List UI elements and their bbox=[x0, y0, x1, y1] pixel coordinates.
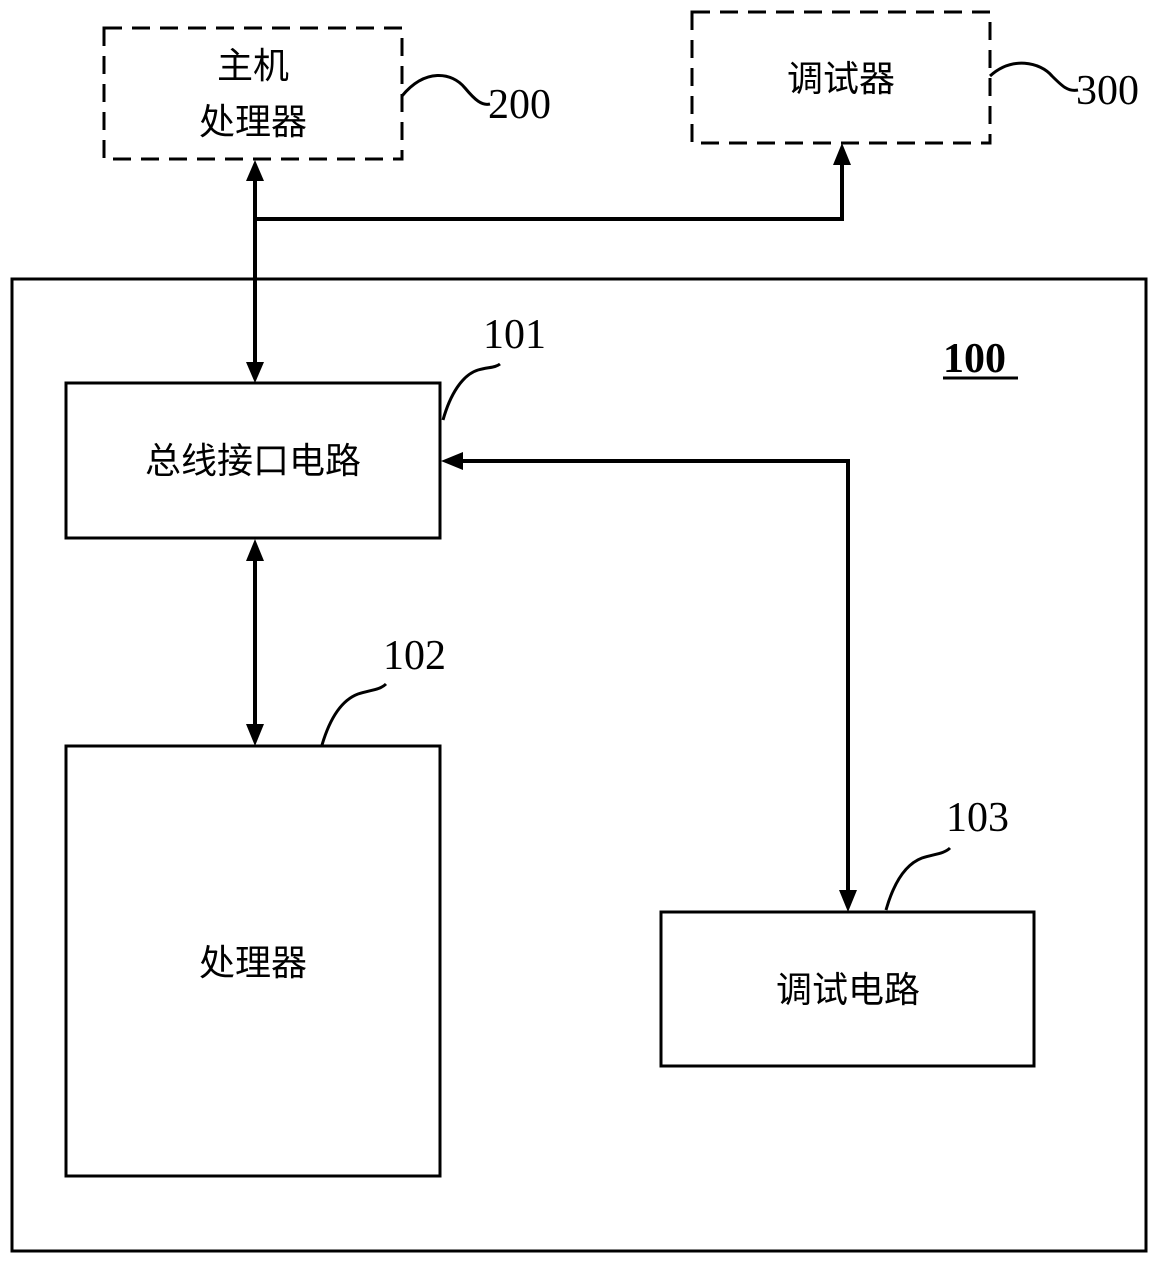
chip-boundary bbox=[10, 277, 1148, 1253]
bus-interface-box bbox=[64, 381, 442, 540]
arrowhead-left-bus bbox=[441, 452, 463, 470]
arrowhead-down-processor bbox=[246, 724, 264, 746]
arrowhead-up-host bbox=[246, 160, 264, 181]
debugger-leader bbox=[988, 61, 1079, 92]
host-bus-connector bbox=[246, 160, 264, 383]
host-processor-box bbox=[102, 26, 404, 161]
debug-circuit-ref: 103 bbox=[946, 795, 1009, 841]
processor-leader bbox=[320, 682, 388, 746]
debugger-box bbox=[690, 10, 992, 145]
arrowhead-down-bus bbox=[246, 362, 264, 383]
processor-box bbox=[64, 744, 442, 1178]
processor-label: 处理器 bbox=[199, 943, 307, 984]
debug-circuit-label: 调试电路 bbox=[776, 970, 920, 1011]
debugger-branch-connector bbox=[255, 143, 851, 221]
debugger-ref: 300 bbox=[1076, 68, 1139, 114]
host-processor-ref: 200 bbox=[488, 82, 551, 128]
arrowhead-up-debugger bbox=[833, 143, 851, 165]
host-processor-leader bbox=[400, 74, 491, 106]
bus-interface-ref: 101 bbox=[483, 312, 546, 358]
host-processor-label-line1: 主机 bbox=[217, 46, 289, 87]
bus-processor-connector bbox=[246, 539, 264, 746]
debug-circuit-box bbox=[659, 910, 1036, 1068]
arrowhead-down-debug bbox=[839, 890, 857, 912]
host-processor-label-line2: 处理器 bbox=[199, 102, 307, 143]
bus-interface-leader bbox=[441, 362, 501, 421]
processor-ref: 102 bbox=[383, 633, 446, 679]
debugger-label: 调试器 bbox=[787, 59, 895, 100]
bus-debug-connector bbox=[441, 452, 857, 912]
chip-ref-label: 100 bbox=[943, 336, 1006, 382]
bus-interface-label: 总线接口电路 bbox=[145, 441, 361, 482]
arrowhead-up-bus bbox=[246, 539, 264, 561]
debug-circuit-leader bbox=[884, 846, 952, 911]
